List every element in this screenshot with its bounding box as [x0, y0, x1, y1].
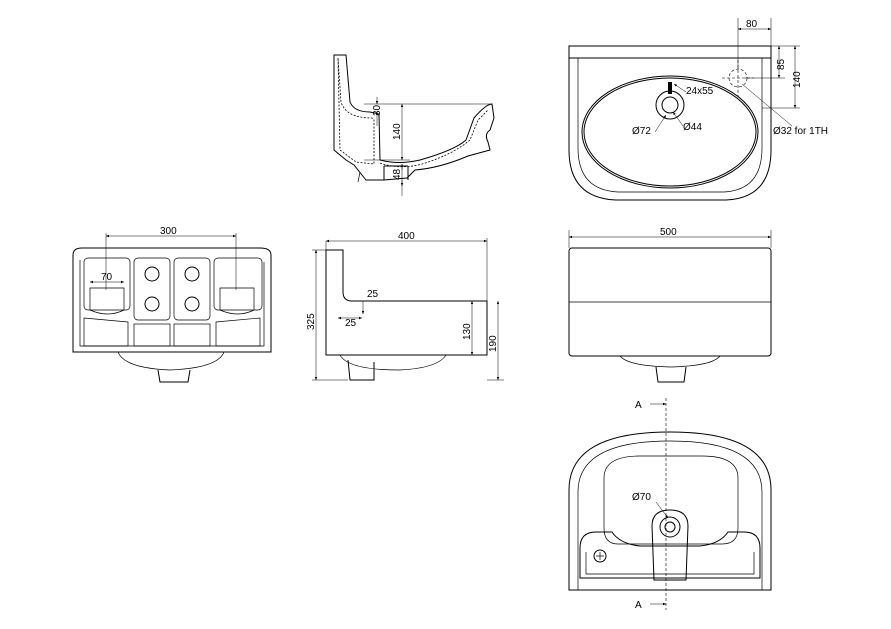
- section-marker-top: A: [635, 400, 642, 411]
- dim-tap-hole: Ø32 for 1TH: [773, 126, 828, 137]
- dim-section-outlet: 48: [392, 168, 403, 180]
- dim-plan-hole: Ø70: [632, 492, 651, 503]
- dim-inner-hole: Ø44: [683, 122, 702, 133]
- dim-rim-height: 85: [776, 58, 787, 70]
- top-view: 80 85 140 24x55 Ø72 Ø44 Ø32 for 1TH: [568, 18, 828, 201]
- dim-slot: 24x55: [686, 86, 714, 97]
- dim-side-bowl: 130: [462, 323, 473, 340]
- plan-view: A A Ø70: [568, 398, 772, 611]
- section-view: 30 140 48: [333, 54, 495, 196]
- dim-side-step: 25: [367, 289, 379, 300]
- dim-side-height: 325: [306, 313, 317, 330]
- dim-front-width: 500: [660, 227, 677, 238]
- dim-side-total: 190: [488, 335, 499, 352]
- front-view: 500: [568, 227, 772, 383]
- dim-outer-hole: Ø72: [632, 126, 651, 137]
- dim-tap-offset: 80: [746, 19, 758, 30]
- dim-rear-fixing: 70: [101, 272, 113, 283]
- dim-rear-width: 300: [160, 226, 177, 237]
- dim-side-length: 400: [398, 231, 415, 242]
- side-view: 400 325 25 25 130 190: [306, 231, 504, 381]
- dim-section-depth: 140: [392, 123, 403, 140]
- dim-side-step-b: 25: [345, 318, 357, 329]
- section-marker-bottom: A: [635, 600, 642, 611]
- rear-view: 300 70: [72, 226, 272, 383]
- dim-side-depth: 140: [792, 71, 803, 88]
- dim-section-rim: 30: [372, 104, 383, 116]
